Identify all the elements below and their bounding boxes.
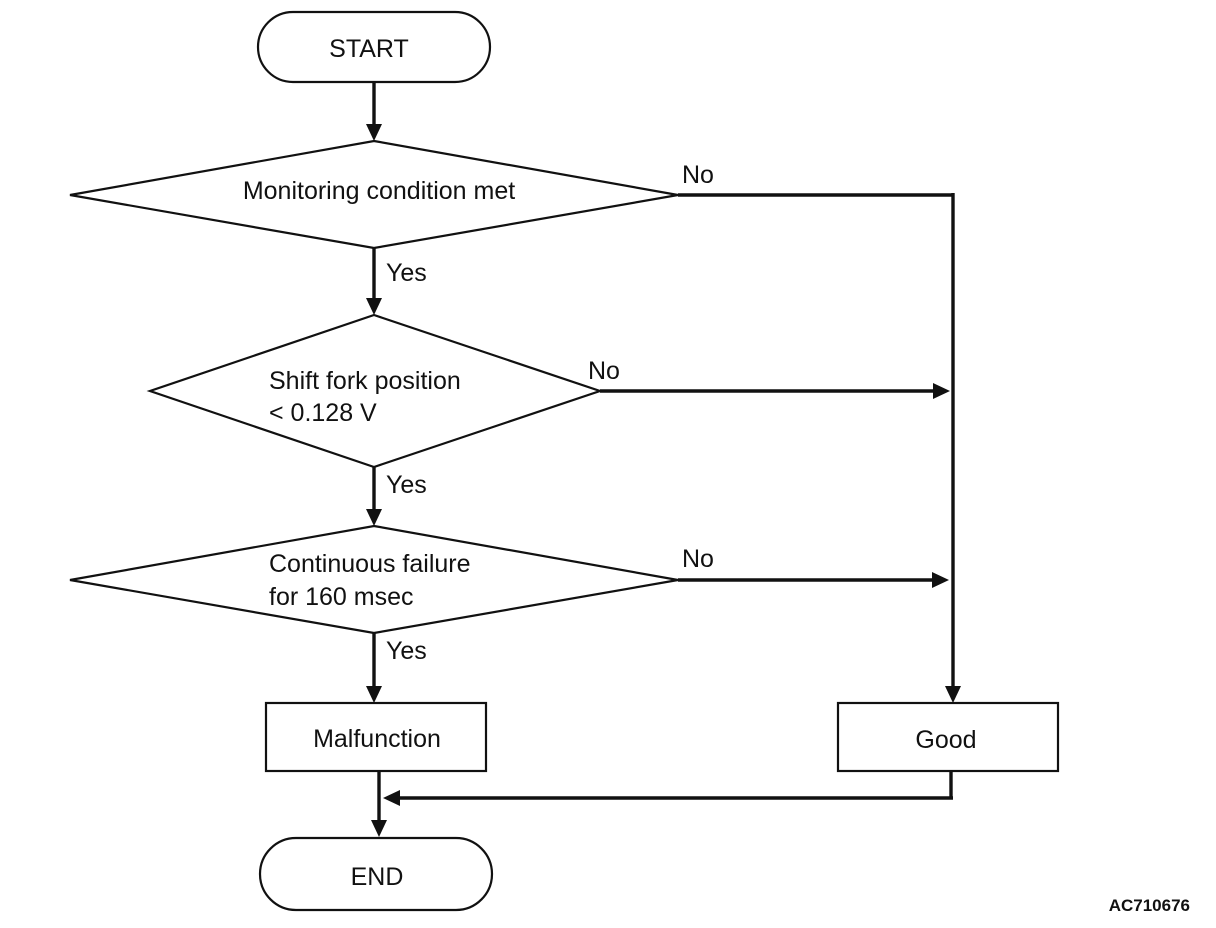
decision3-label-line1: Continuous failure (269, 550, 471, 578)
connector-decision2-no: No (588, 357, 950, 399)
decision3-yes-label: Yes (386, 637, 427, 665)
malfunction-box: Malfunction (264, 701, 488, 773)
decision-shift-fork-position: Shift fork position < 0.128 V (146, 313, 604, 469)
connector-good-to-end (383, 771, 953, 806)
decision-continuous-failure: Continuous failure for 160 msec (69, 524, 679, 635)
decision-monitoring-condition: Monitoring condition met (69, 139, 679, 250)
decision2-label-line2: < 0.128 V (269, 399, 377, 427)
start-label: START (329, 35, 409, 63)
decision3-label-line2: for 160 msec (269, 583, 414, 611)
decision1-label: Monitoring condition met (243, 177, 515, 205)
good-label: Good (915, 726, 976, 754)
connector-malfunction-to-end (371, 771, 387, 837)
decision1-no-label: No (682, 161, 714, 189)
decision2-label-line1: Shift fork position (269, 367, 461, 395)
start-terminator: START (256, 10, 492, 84)
connector-decision3-no: No (678, 545, 949, 588)
end-label: END (351, 863, 404, 891)
decision2-yes-label: Yes (386, 471, 427, 499)
decision2-no-label: No (588, 357, 620, 385)
malfunction-label: Malfunction (313, 725, 441, 753)
connector-decision3-yes: Yes (366, 633, 427, 703)
connector-start-to-decision1 (366, 82, 382, 141)
decision3-no-label: No (682, 545, 714, 573)
figure-code: AC710676 (1109, 896, 1190, 915)
connector-decision1-yes: Yes (366, 248, 427, 315)
good-box: Good (836, 701, 1060, 773)
connector-decision2-yes: Yes (366, 467, 427, 526)
connector-decision1-no: No (678, 161, 961, 703)
decision1-yes-label: Yes (386, 259, 427, 287)
end-terminator: END (258, 836, 494, 912)
